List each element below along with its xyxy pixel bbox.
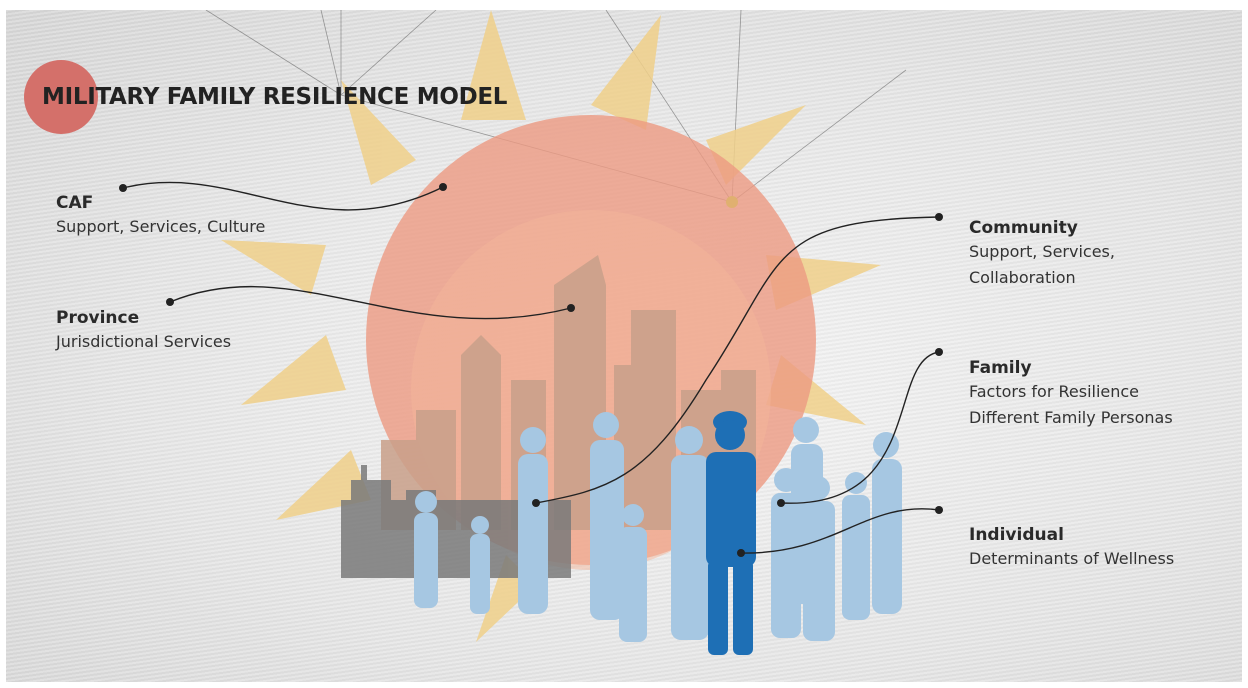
people-silhouettes: [414, 412, 902, 642]
layer-individual-desc: Determinants of Wellness: [969, 549, 1175, 568]
page-title: MILITARY FAMILY RESILIENCE MODEL: [42, 84, 508, 110]
layer-family-desc-2: Different Family Personas: [969, 408, 1173, 427]
illustration: [119, 10, 943, 655]
network-node: [726, 196, 738, 208]
layer-individual: Individual Determinants of Wellness: [969, 524, 1174, 572]
layer-caf-desc: Support, Services, Culture: [56, 217, 266, 236]
diagram-canvas: MILITARY FAMILY RESILIENCE MODEL CAF Sup…: [6, 10, 1242, 682]
layer-family-head: Family: [969, 358, 1032, 378]
layer-community-head: Community: [969, 218, 1078, 238]
title-dot: [24, 60, 98, 134]
layer-caf: CAF Support, Services, Culture: [56, 192, 265, 240]
layer-province-head: Province: [56, 308, 140, 328]
layer-caf-head: CAF: [56, 193, 94, 213]
connector-dots: [119, 183, 943, 557]
layer-community: Community Support, Services, Collaborati…: [969, 217, 1115, 291]
soldier-silhouette: [706, 411, 756, 655]
layer-family: Family Factors for Resilience Different …: [969, 357, 1173, 431]
layer-family-desc-1: Factors for Resilience: [969, 382, 1140, 401]
layer-province: Province Jurisdictional Services: [56, 307, 231, 355]
layer-community-desc-2: Collaboration: [969, 268, 1076, 287]
connector-lines: [122, 181, 940, 554]
layer-province-desc: Jurisdictional Services: [56, 332, 232, 351]
layer-community-desc-1: Support, Services,: [969, 242, 1115, 261]
layer-individual-head: Individual: [969, 525, 1064, 545]
